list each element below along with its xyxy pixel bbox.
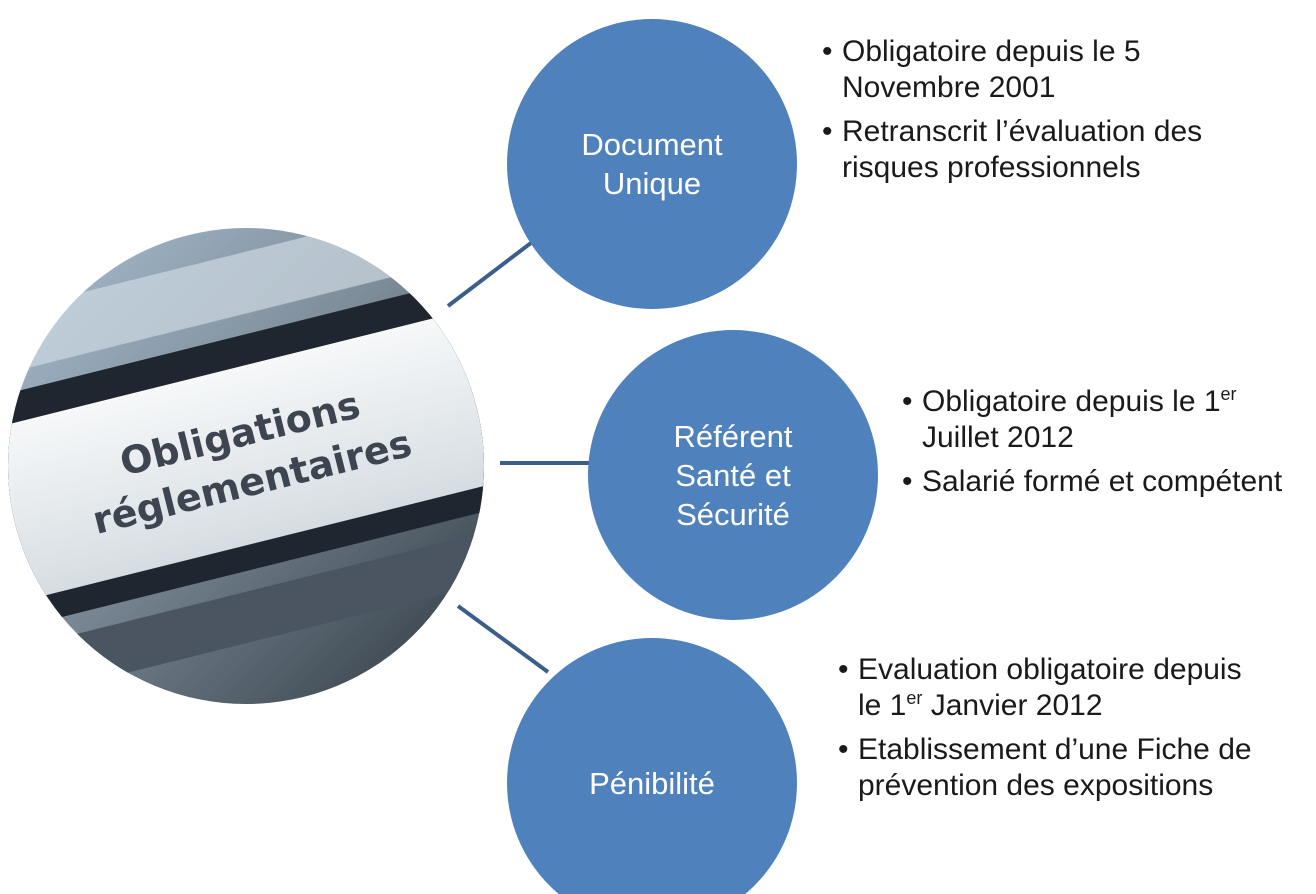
node-title-line: Référent [673, 418, 793, 454]
node-penibilite: Pénibilité [507, 638, 797, 894]
node-referent-sante-securite: Référent Santé et Sécurité [588, 330, 878, 620]
bullet-item: Evaluation obligatoire depuis le 1er Jan… [838, 652, 1258, 724]
bullet-text: Evaluation obligatoire depuis le 1 [858, 653, 1242, 722]
node-title-line: Pénibilité [589, 765, 715, 801]
bullet-item: Etablissement d’une Fiche de prévention … [838, 732, 1258, 804]
superscript: er [1220, 384, 1237, 404]
node-title-line: Unique [602, 166, 702, 201]
superscript: er [906, 688, 923, 708]
bullet-item: Retranscrit l’évaluation des risques pro… [822, 114, 1242, 186]
bullet-item: Obligatoire depuis le 5 Novembre 2001 [822, 34, 1242, 106]
bullet-list-referent: Obligatoire depuis le 1er Juillet 2012 S… [902, 384, 1312, 508]
node-title-line: Santé et [675, 457, 791, 493]
bullet-text: Janvier 2012 [922, 689, 1103, 722]
bullet-text: Juillet 2012 [922, 421, 1074, 454]
bullet-list-document-unique: Obligatoire depuis le 5 Novembre 2001 Re… [822, 34, 1242, 194]
bullet-item: Salarié formé et compétent [902, 464, 1312, 500]
connector-penibilite [456, 604, 550, 674]
bullet-list-penibilite: Evaluation obligatoire depuis le 1er Jan… [838, 652, 1258, 812]
node-document-unique: Document Unique [507, 19, 797, 309]
bullet-item: Obligatoire depuis le 1er Juillet 2012 [902, 384, 1312, 456]
hub-photo: Obligations réglementaires [8, 228, 484, 704]
node-title-line: Document [581, 127, 723, 162]
node-title-line: Sécurité [676, 496, 790, 532]
bullet-text: Obligatoire depuis le 1 [922, 385, 1221, 418]
